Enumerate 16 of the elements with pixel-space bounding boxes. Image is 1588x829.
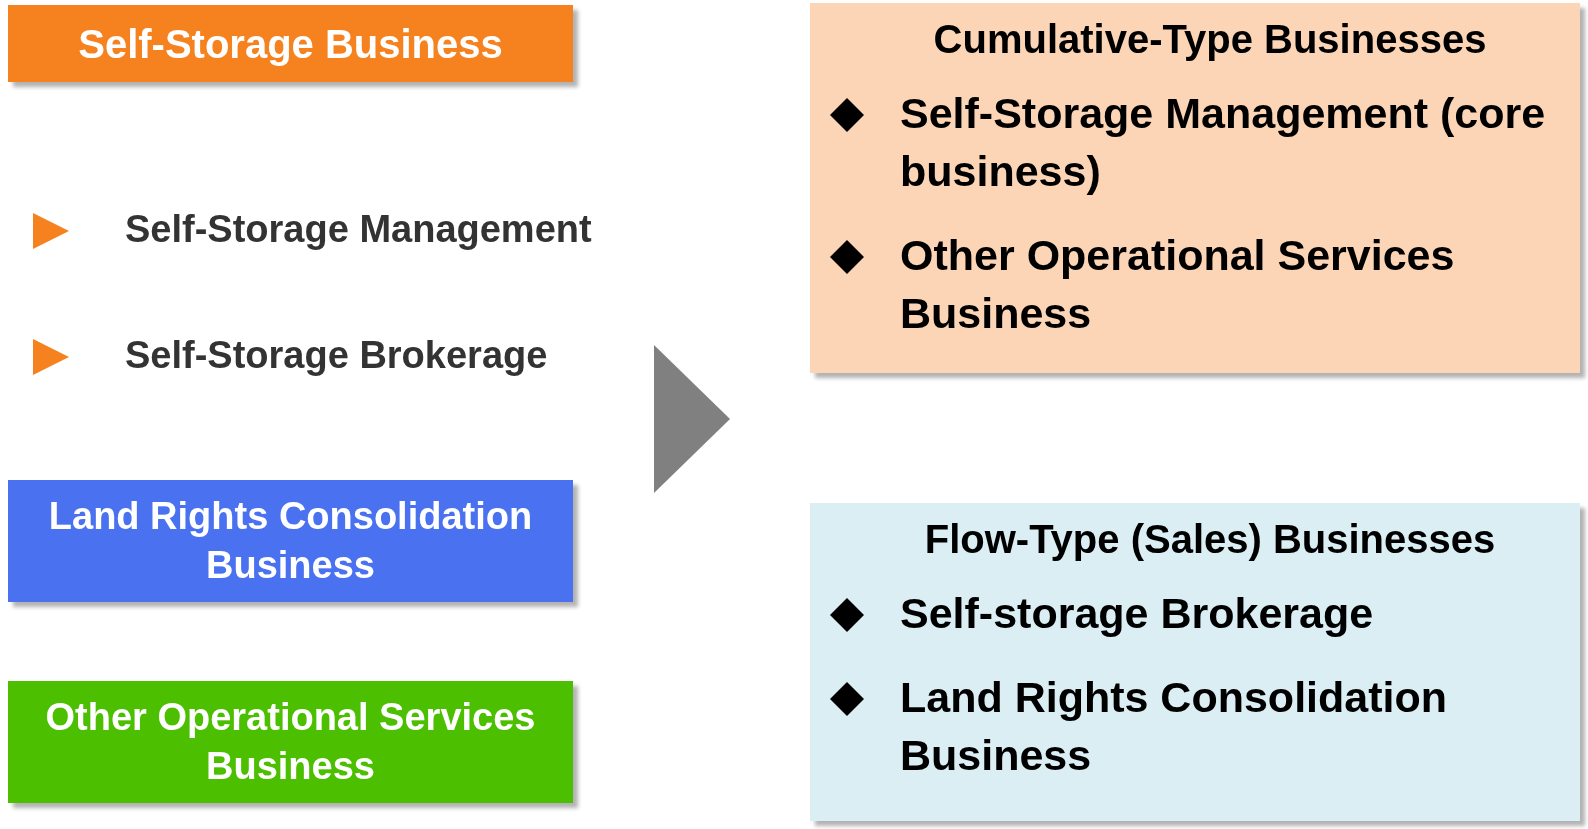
category-box	[8, 480, 573, 602]
panel-heading: Cumulative-Type Businesses	[932, 17, 1488, 62]
group-panel	[810, 3, 1580, 373]
list-item: Self-Storage Management	[125, 208, 592, 251]
box-title: Self-Storage Business	[78, 20, 503, 68]
group-panel	[810, 503, 1580, 821]
panel-heading: Flow-Type (Sales) Businesses	[923, 517, 1497, 562]
list-item: Self-storage Brokerage	[900, 589, 1374, 637]
list-item: Self-Storage Brokerage	[125, 334, 548, 377]
list-item: Other Operational Services Business	[900, 231, 1455, 338]
box-title: Land Rights Consolidation Business	[47, 493, 534, 588]
box-title: Other Operational Services Business	[44, 694, 537, 789]
list-item: Land Rights Consolidation Business	[900, 673, 1447, 780]
list-item: Self-Storage Management (core business)	[900, 89, 1546, 196]
category-box	[8, 681, 573, 803]
category-box	[8, 5, 573, 82]
